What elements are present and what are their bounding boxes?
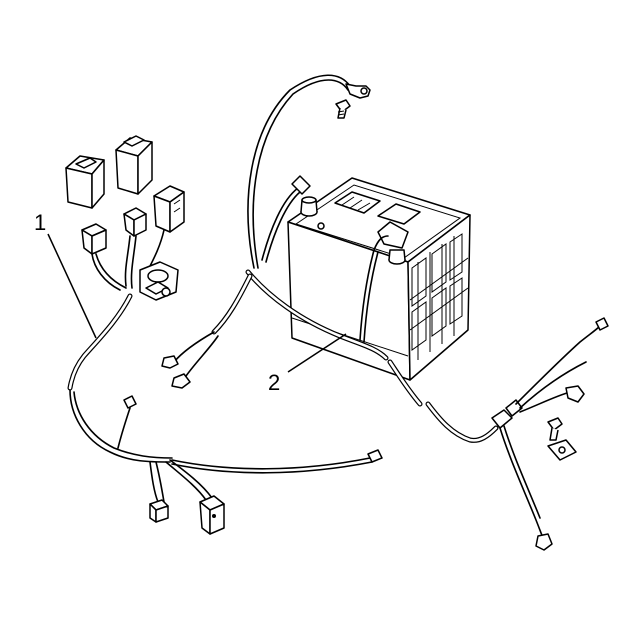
relay-bracket — [140, 262, 178, 300]
ring-terminal-left-lower — [172, 374, 190, 388]
callout-2-label: 2 — [268, 370, 281, 395]
battery — [288, 178, 470, 380]
battery-cable-harness — [162, 75, 608, 550]
connector-small-left — [82, 224, 106, 254]
bolt-right — [548, 418, 562, 440]
connector-bottom-large — [200, 496, 224, 534]
bolt-top — [336, 100, 350, 118]
connector-loom-end — [368, 450, 382, 462]
battery-terminal-negative — [301, 197, 324, 229]
ring-terminal-loom — [124, 396, 136, 408]
callout-1-label: 1 — [34, 210, 47, 235]
relay-block-left — [66, 156, 104, 208]
clip-right — [548, 440, 576, 460]
ring-terminal-top — [346, 84, 370, 98]
fuse-relay-harness — [66, 136, 382, 534]
callout-2-leader — [288, 334, 346, 372]
connector-right-relay — [154, 186, 184, 232]
relay-block-center — [116, 136, 152, 194]
ring-terminal-upper-right — [596, 318, 608, 330]
battery-terminal-positive — [378, 222, 408, 264]
connector-bottom-small — [150, 500, 168, 522]
callout-1-leader — [48, 234, 96, 338]
connector-small-center — [124, 208, 146, 236]
inline-connector-right — [492, 400, 522, 428]
ring-terminal-bottom — [536, 534, 552, 550]
ring-terminal-right — [566, 386, 584, 402]
ring-terminal-left-upper — [162, 356, 178, 368]
